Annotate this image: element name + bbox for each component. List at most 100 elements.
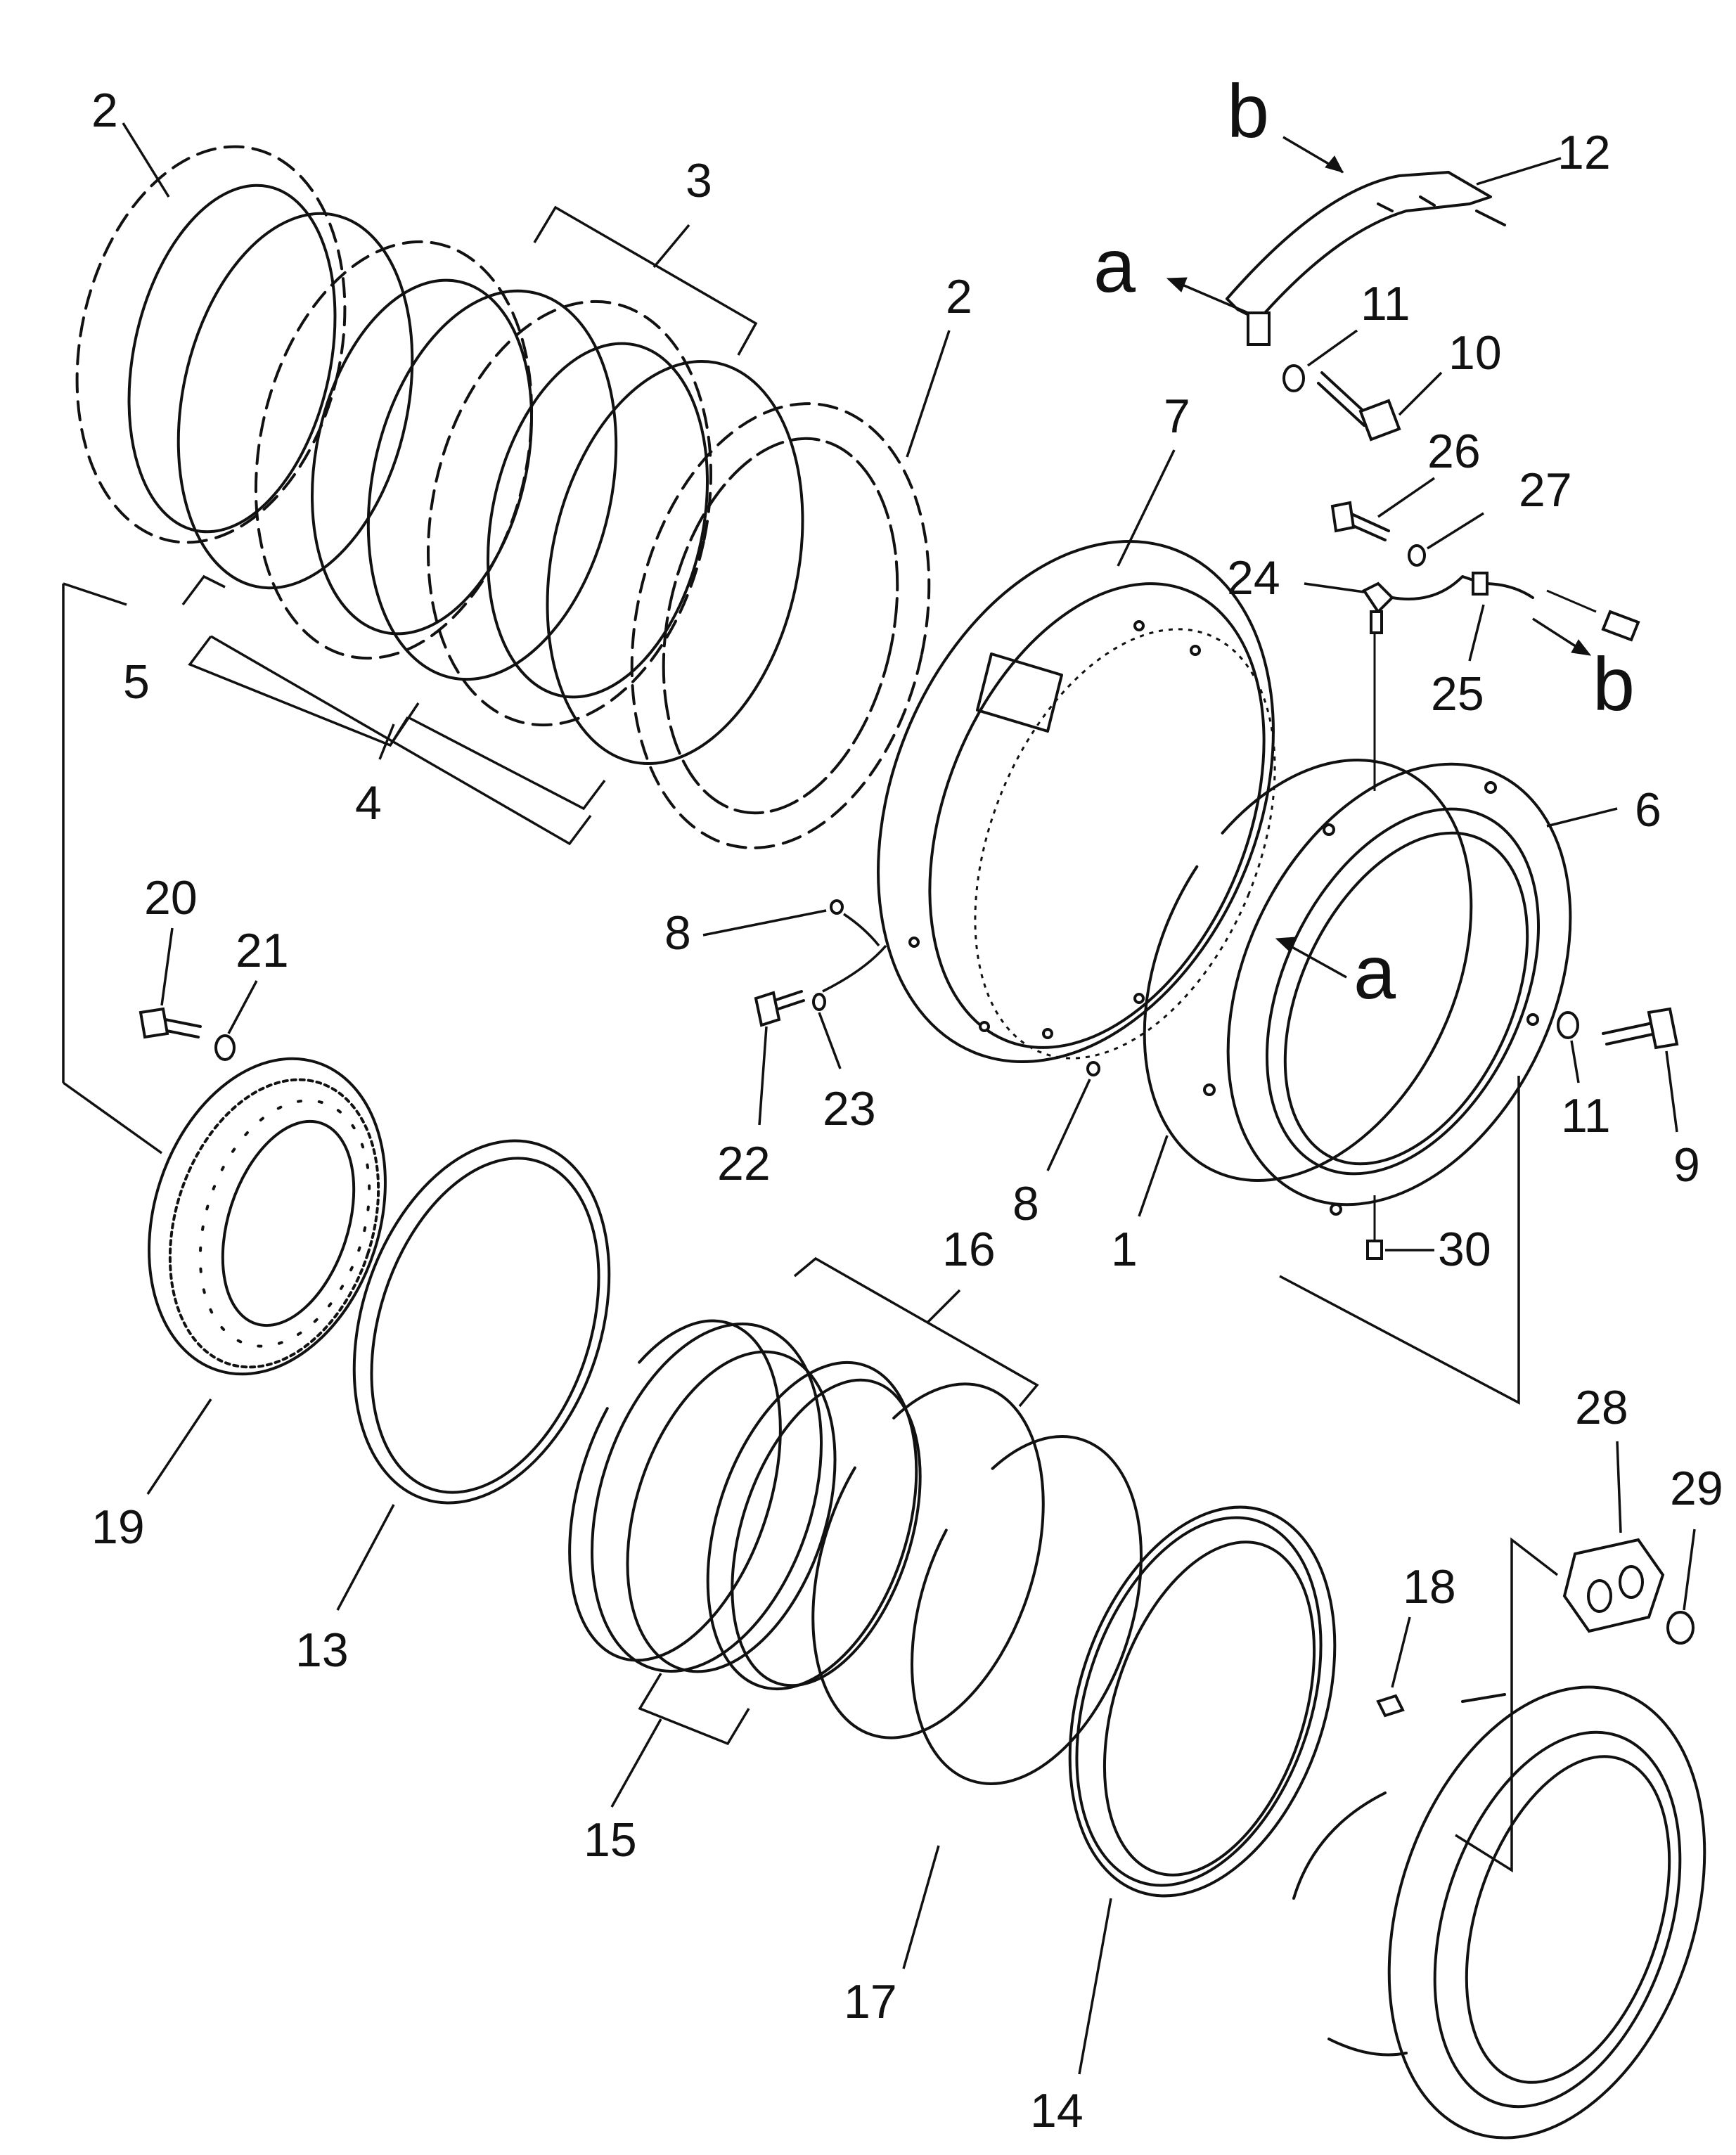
leader-3: [652, 224, 690, 269]
part-2-disc-front: [630, 402, 931, 849]
leader-23: [818, 1012, 842, 1069]
part-6-retainer: [1203, 762, 1572, 1216]
arrowhead-a-top: [1166, 277, 1188, 292]
callout-11-right: 11: [1561, 1089, 1611, 1143]
part-5-plate-a: [176, 212, 414, 590]
leader-17: [902, 1845, 940, 1969]
callout-2-top-left: 2: [91, 84, 118, 137]
reference-letter-a-top: a: [1093, 223, 1136, 308]
part-15-piston: [591, 1323, 922, 1691]
retainer-6-hole-1: [1484, 781, 1497, 794]
retainer-6-lip: [1283, 831, 1529, 1166]
bracket-28-link: [1455, 1537, 1559, 1873]
callout-26: 26: [1427, 425, 1481, 478]
bracket-4: [188, 635, 606, 811]
leader-19: [146, 1398, 212, 1495]
leader-13: [336, 1504, 395, 1611]
arrowhead-b-top: [1325, 155, 1344, 173]
retainer-6-hole-3: [1203, 1083, 1216, 1096]
leader-24: [1304, 582, 1365, 593]
bracket-4-lower: [210, 635, 592, 846]
callout-28: 28: [1575, 1381, 1628, 1434]
bracket-3: [533, 205, 758, 356]
leader-16: [927, 1289, 961, 1323]
part-8-plug-b: [1086, 1061, 1100, 1076]
part-3-disc-b: [426, 300, 713, 727]
part-11-washer-top: [1282, 364, 1305, 392]
retainer-6-hole-2: [1323, 823, 1335, 836]
part-16-seal-b: [811, 1382, 1045, 1739]
arrow-b-right: [1532, 617, 1583, 652]
leader-9: [1665, 1050, 1678, 1133]
callout-3: 3: [686, 154, 712, 207]
callout-4: 4: [355, 776, 382, 830]
bracket-19: [62, 584, 163, 1154]
part-25-wire: [1391, 572, 1640, 642]
leader-8-a: [702, 909, 827, 937]
plate-rear-inner: [127, 184, 337, 534]
callout-labels: 2 3 2 5 4 7 12 11 10 26 27 24 25 6 8 22 …: [91, 68, 1723, 2137]
leader-1: [1138, 1135, 1169, 1217]
callout-5: 5: [123, 655, 150, 709]
callout-20: 20: [144, 871, 198, 925]
leader-22: [758, 1026, 768, 1126]
bracket-15: [638, 1673, 750, 1746]
part-23-washer: [812, 993, 826, 1011]
housing-7-block: [976, 652, 1063, 733]
part-27-washer: [1408, 544, 1426, 567]
reference-letter-b-right: b: [1593, 641, 1635, 726]
callout-10: 10: [1448, 326, 1502, 380]
callout-11-top: 11: [1361, 277, 1410, 330]
callout-29: 29: [1670, 1462, 1723, 1515]
callout-8-low: 8: [1012, 1177, 1039, 1230]
bracket-16: [793, 1256, 1039, 1408]
retainer-6-hole-5: [1526, 1013, 1539, 1026]
leader-2-a: [122, 122, 170, 198]
part-4-plate-c: [546, 360, 804, 765]
callout-1: 1: [1111, 1223, 1138, 1276]
leader-28: [1616, 1441, 1622, 1533]
housing-7-hole-5: [1042, 1028, 1053, 1039]
leader-14: [1078, 1898, 1112, 2075]
housing-7-hole-6: [1133, 993, 1145, 1004]
callout-27: 27: [1519, 463, 1572, 517]
plate-b-inner: [486, 342, 709, 699]
part-8-plug-a: [830, 899, 844, 915]
part-4-plate-b: [366, 289, 618, 681]
housing-7-teeth: [974, 628, 1276, 1060]
part-20-bolt: [139, 1007, 202, 1039]
leader-8-b: [1046, 1079, 1091, 1171]
callout-13: 13: [295, 1623, 349, 1677]
callout-6: 6: [1635, 783, 1661, 837]
callout-8-mid: 8: [664, 906, 691, 960]
bracket-5: [181, 574, 226, 606]
part-30-pin: [1366, 1240, 1383, 1260]
retainer-6-outer: [1226, 762, 1572, 1207]
part-7-housing: [877, 539, 1276, 1064]
leader-11-right: [1570, 1040, 1580, 1083]
part-26-bolt: [1330, 501, 1390, 541]
callout-30: 30: [1438, 1223, 1491, 1276]
part-12-band: [1226, 171, 1506, 346]
leader-18: [1391, 1616, 1411, 1688]
callout-16: 16: [942, 1223, 996, 1276]
leader-27: [1427, 512, 1484, 550]
retainer-6-hole-4: [1330, 1203, 1342, 1216]
leader-26: [1377, 477, 1435, 518]
cover-housing: [1292, 1685, 1706, 2140]
callout-18: 18: [1403, 1560, 1456, 1614]
housing-7-outer: [877, 539, 1275, 1064]
leader-8-a-link: [843, 913, 880, 947]
leader-25: [1468, 604, 1485, 662]
clutch-disc-stack: [75, 145, 931, 849]
leader-8-23-link: [822, 944, 887, 993]
arrow-a-mid: [1282, 941, 1347, 979]
housing-7-hole-1: [1133, 620, 1145, 631]
part-29-nut: [1666, 1611, 1695, 1645]
callout-17: 17: [844, 1975, 897, 2028]
housing-7-hole-3: [908, 937, 920, 948]
callout-7: 7: [1164, 390, 1190, 443]
callout-25: 25: [1431, 667, 1484, 721]
part-11-washer-right: [1557, 1011, 1579, 1039]
